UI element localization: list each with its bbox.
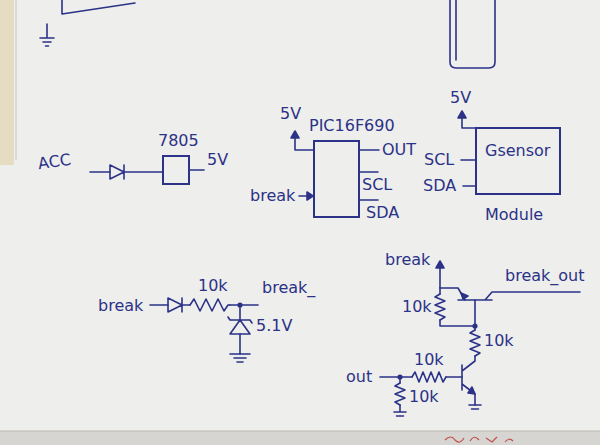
partial-box xyxy=(62,0,135,14)
partial-box xyxy=(450,0,495,68)
sticky-note xyxy=(0,0,14,165)
wire xyxy=(439,288,441,294)
paper-edge xyxy=(0,431,600,432)
voltage-label: 5V xyxy=(450,88,471,108)
wire xyxy=(440,300,475,330)
voltage-label: 5V xyxy=(280,104,301,124)
paper-edge xyxy=(16,0,17,160)
regulator-box: 7805 xyxy=(162,155,190,185)
resistor-symbol xyxy=(190,299,230,311)
resistor-symbol xyxy=(435,294,445,320)
pin-name: SDA xyxy=(423,176,456,196)
part-caption: Module xyxy=(485,205,543,225)
wire xyxy=(380,376,412,378)
ground-symbol xyxy=(40,24,54,46)
arrow-head xyxy=(436,261,444,268)
desk-strip xyxy=(0,431,600,445)
wire xyxy=(439,266,441,288)
pnp-transistor xyxy=(458,292,580,300)
ground-symbol xyxy=(230,354,250,362)
arrow-head xyxy=(291,131,299,138)
diode-symbol xyxy=(110,165,124,179)
resistor-symbol xyxy=(412,372,446,382)
wire xyxy=(90,171,162,173)
arrow-head xyxy=(458,111,466,118)
resistor-value: 10k xyxy=(402,297,432,317)
pin-name: SDA xyxy=(366,203,399,223)
ground-symbol xyxy=(469,405,481,409)
arrow-head xyxy=(468,387,475,394)
signal-name: break xyxy=(250,186,295,206)
resistor-value: 10k xyxy=(414,350,444,370)
pin-line xyxy=(461,160,475,186)
wire xyxy=(399,377,401,383)
part-name: 7805 xyxy=(158,131,199,151)
npn-transistor xyxy=(462,356,475,405)
wire xyxy=(446,376,462,378)
arrow-head xyxy=(461,293,468,299)
resistor-value: 10k xyxy=(484,331,514,351)
signal-name: break xyxy=(98,296,143,316)
resistor-symbol xyxy=(395,383,405,405)
microcontroller-box: PIC16F690 xyxy=(313,140,360,218)
pin-name: OUT xyxy=(382,140,416,160)
wire xyxy=(190,169,204,171)
pink-scribble xyxy=(445,437,513,442)
diode-symbol xyxy=(168,298,182,312)
signal-name: break_ xyxy=(262,278,315,298)
part-name: Gsensor xyxy=(485,141,550,161)
zener-value: 5.1V xyxy=(256,316,292,336)
signal-name: out xyxy=(346,367,372,387)
resistor-value: 10k xyxy=(409,387,439,407)
supply-input-label: ACC xyxy=(37,150,72,174)
wire xyxy=(239,305,241,354)
signal-name: break_out xyxy=(505,266,585,286)
resistor-value: 10k xyxy=(198,276,228,296)
wire xyxy=(230,304,258,306)
pin-name: SCL xyxy=(362,175,392,195)
ground-symbol xyxy=(394,405,406,416)
part-name: PIC16F690 xyxy=(309,116,395,136)
junction-dot xyxy=(473,324,477,328)
zener-symbol xyxy=(228,317,252,334)
resistor-symbol xyxy=(470,330,480,356)
sensor-module-box: GsensorModule xyxy=(475,127,561,195)
wire xyxy=(150,304,190,306)
pin-name: SCL xyxy=(424,150,454,170)
signal-name: break xyxy=(385,250,430,270)
voltage-label: 5V xyxy=(207,150,228,170)
